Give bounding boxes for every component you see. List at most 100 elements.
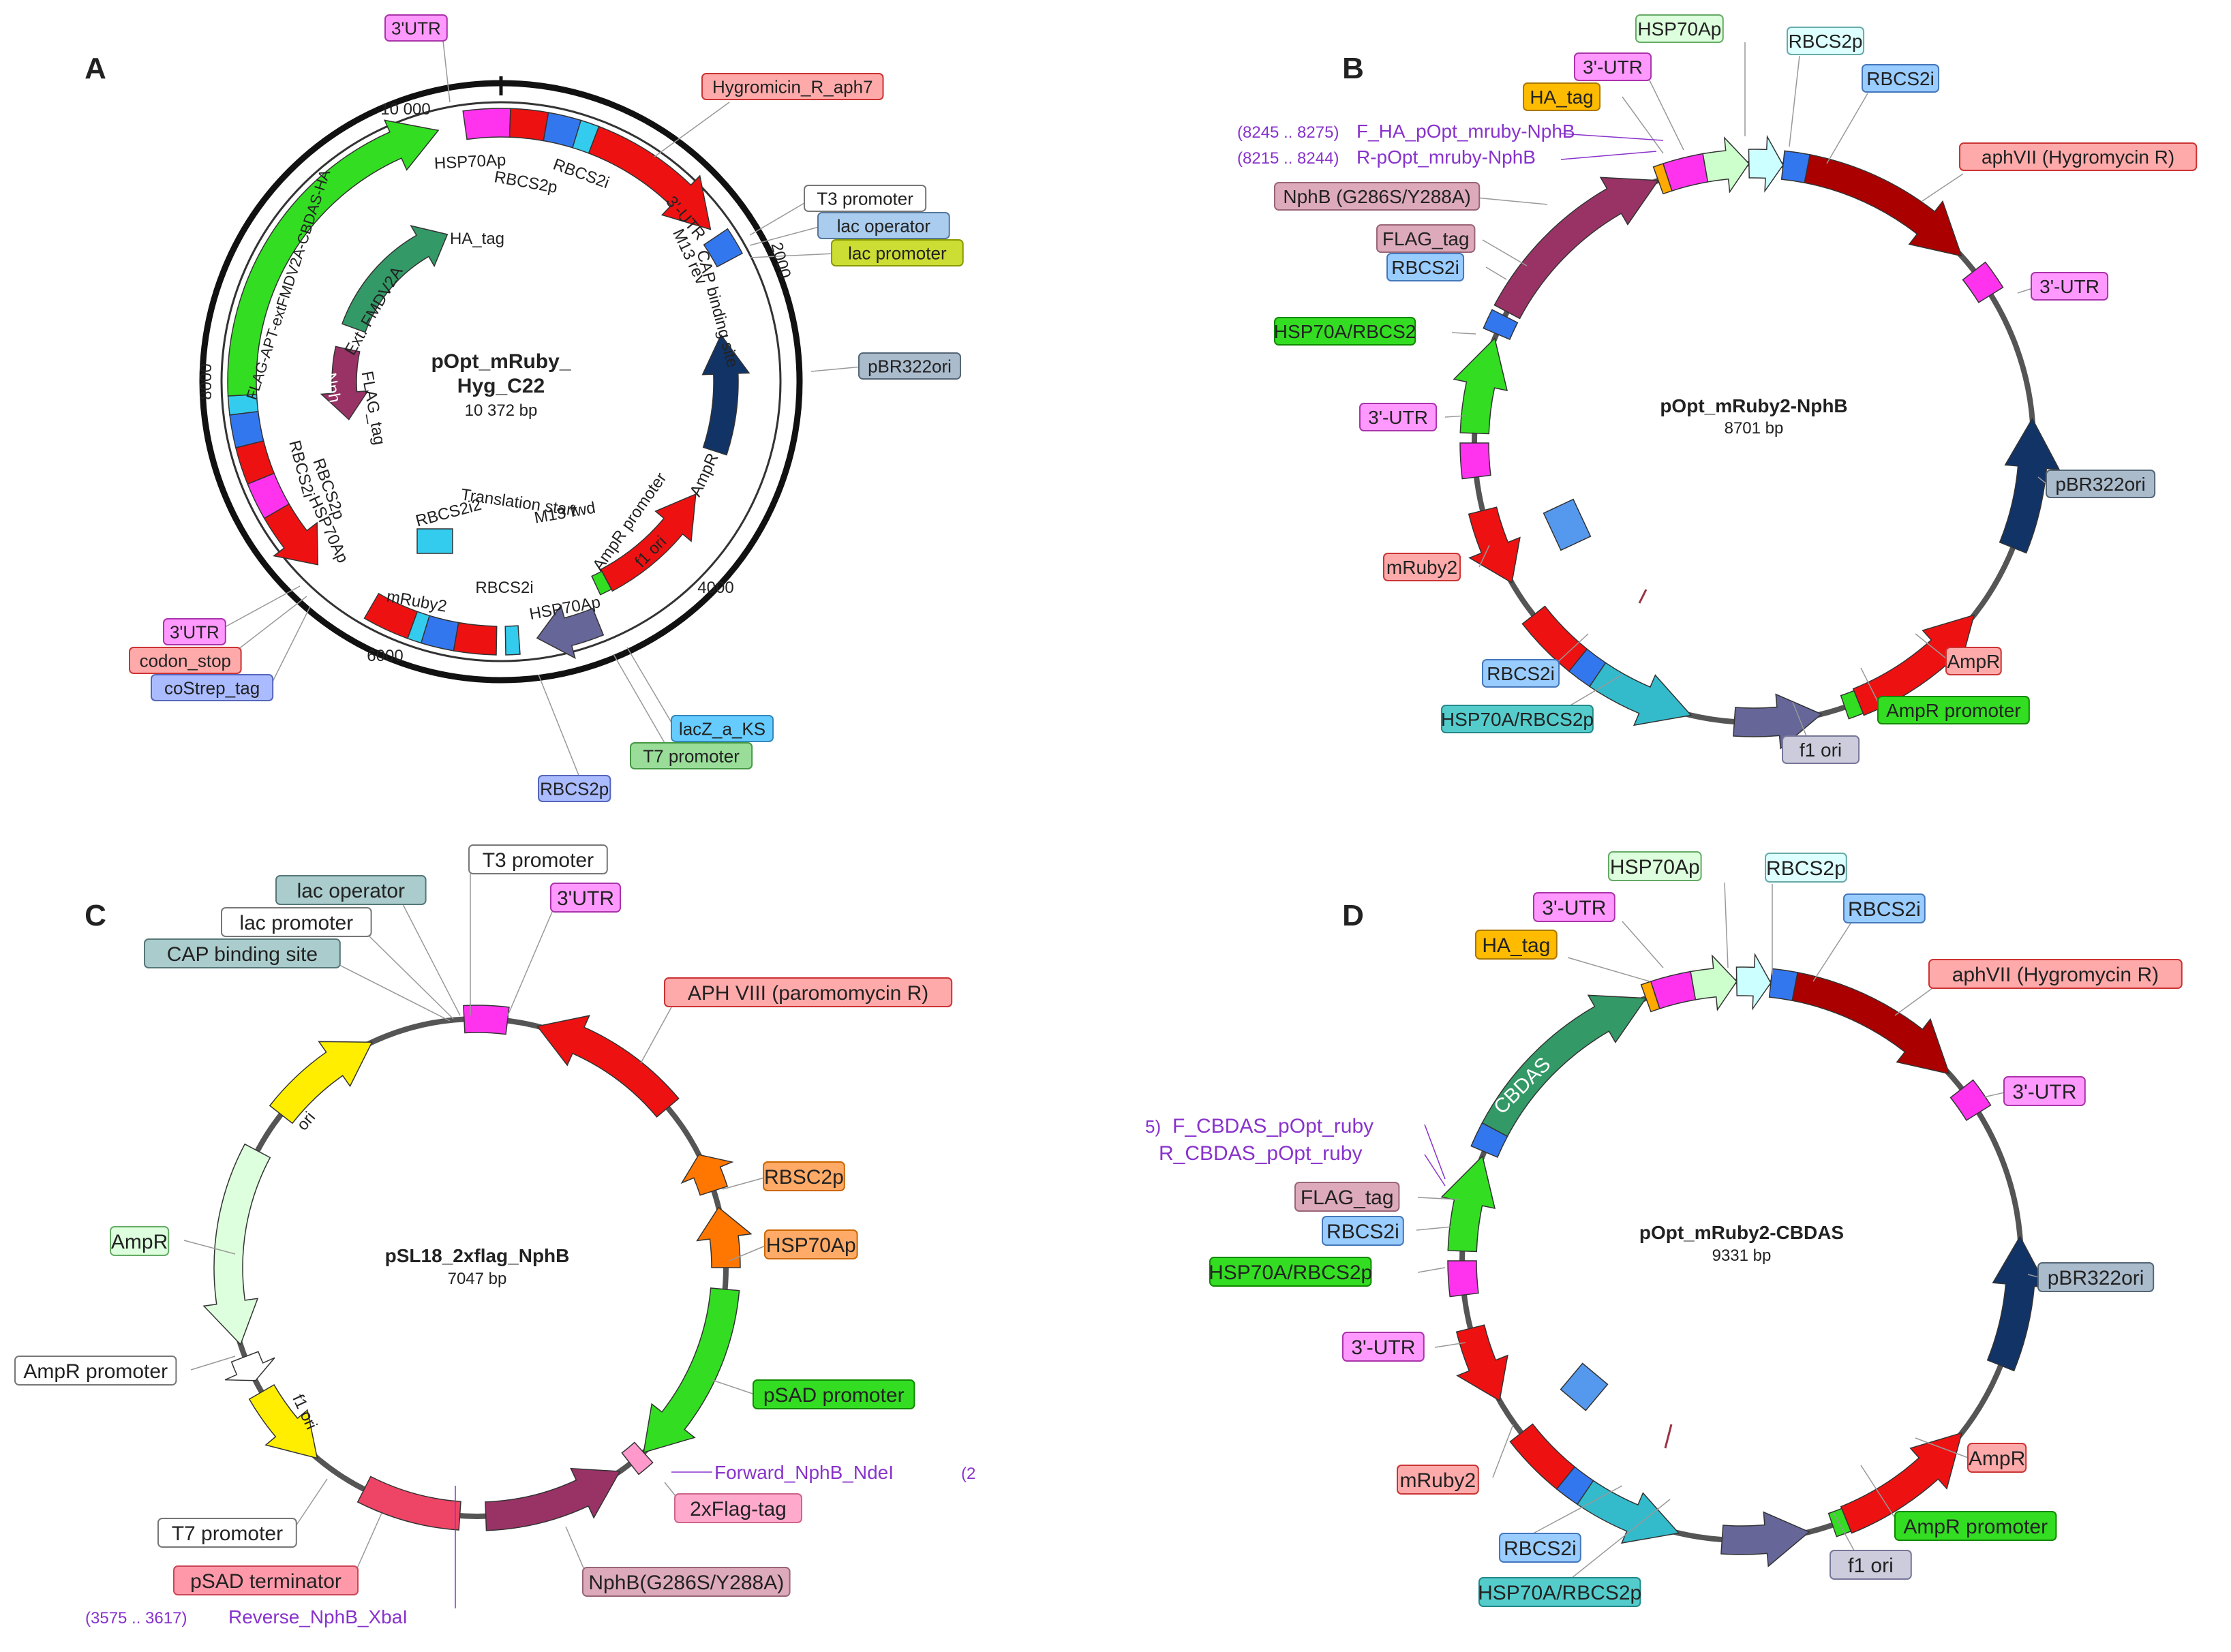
feature-label: NphB (G286S/Y288A)	[1283, 186, 1471, 207]
feature-label: 2xFlag-tag	[690, 1498, 787, 1520]
label-box	[1386, 253, 1465, 281]
leader-line	[1424, 1154, 1446, 1187]
feature-mruby2-d	[1455, 1324, 1508, 1402]
leader-line	[1833, 1512, 1855, 1551]
label-box	[2003, 1076, 2086, 1106]
feature-label: 3'-UTR	[1583, 57, 1643, 78]
plasmid-name-a: pOpt_mRuby_	[431, 350, 571, 373]
feature-label: 3'-UTR	[2039, 276, 2099, 297]
label-box	[2037, 1262, 2155, 1292]
feature-label: aphVII (Hygromycin R)	[1982, 147, 2174, 168]
label-box	[674, 1493, 802, 1523]
feature-rbcs2p-b	[1748, 134, 1784, 193]
inner-hsp70ap: HSP70Ap	[434, 151, 506, 172]
leader-line	[1526, 1485, 1623, 1538]
label-box	[1574, 52, 1652, 81]
label-box	[1359, 403, 1438, 431]
leader-line	[565, 1526, 587, 1575]
feature-3utr-b3	[1459, 442, 1491, 480]
feature-lacz	[504, 625, 521, 656]
leader-line	[1915, 1437, 1971, 1459]
feature-hsp70ap-2	[453, 622, 498, 656]
feature-label: RBCS2i	[1848, 898, 1921, 921]
feature-hsp70a-rbcs2p-d2	[1440, 1154, 1496, 1253]
leader-line	[1622, 921, 1664, 968]
label-box	[1782, 735, 1860, 764]
leader-line	[1826, 93, 1868, 164]
feature-ampr-c	[202, 1143, 271, 1346]
label-box	[1441, 705, 1594, 733]
inner-rbcs2i2: RBCS2i2	[414, 495, 483, 531]
plasmid-name-a2: Hyg_C22	[457, 375, 545, 397]
primer-range-b1: (8245 .. 8275)	[1237, 123, 1339, 142]
feature-label: HSP70Ap	[1637, 18, 1721, 40]
leader-line	[1560, 133, 1664, 141]
panel-letter-d: D	[1342, 899, 1364, 932]
feature-label: lacZ_a_KS	[679, 718, 765, 739]
feature-2xflag	[621, 1441, 654, 1475]
feature-nph	[320, 346, 369, 420]
label-box	[764, 1229, 858, 1259]
leader-line	[712, 1379, 757, 1396]
leader-line	[507, 911, 553, 1016]
leader-line	[183, 1240, 236, 1255]
label-box	[157, 1518, 297, 1548]
feature-label: T3 promoter	[483, 849, 594, 872]
leader-line	[1724, 882, 1729, 968]
feature-rbcs2i-b3	[1483, 309, 1519, 340]
label-box	[1533, 892, 1615, 922]
feature-label: pSAD promoter	[763, 1384, 905, 1407]
feature-label: T7 promoter	[172, 1523, 283, 1545]
leader-line	[626, 647, 672, 723]
feature-3utr	[462, 108, 511, 140]
feature-label: AmpR promoter	[23, 1360, 168, 1383]
label-box	[1383, 553, 1461, 581]
label-box	[2031, 272, 2109, 301]
feature-3utr-d2	[1949, 1079, 1992, 1121]
feature-label: HSP70A/RBCS2p	[1478, 1582, 1641, 1604]
feature-label: APH VIII (paromomycin R)	[688, 982, 928, 1005]
label-box	[1862, 64, 1940, 93]
feature-psad-promoter	[643, 1287, 740, 1454]
plasmid-name-d: pOpt_mRuby2-CBDAS	[1639, 1222, 1844, 1243]
label-box	[1765, 853, 1847, 883]
inner-flag-tag: FLAG_tag	[358, 369, 389, 446]
primer-name-b2: R-pOpt_mruby-NphB	[1356, 147, 1536, 168]
primer-name-c1: Forward_NphB_NdeI	[714, 1462, 894, 1483]
label-box	[1274, 317, 1416, 346]
tick-6000: 6000	[367, 647, 403, 665]
feature-3utr-b2	[1962, 261, 2004, 303]
feature-label: AmpR	[111, 1231, 168, 1253]
leader-line	[231, 596, 307, 655]
label-box	[151, 674, 274, 701]
leader-line	[613, 654, 665, 744]
label-box	[2046, 470, 2156, 498]
feature-3utr-b	[703, 228, 744, 268]
feature-hsp70ap-b	[1702, 136, 1750, 194]
leader-line	[1915, 633, 1950, 662]
leader-line	[1567, 957, 1650, 982]
feature-inner-tick-d	[1664, 1424, 1673, 1449]
label-box	[384, 14, 448, 42]
feature-flag-apt-cbdas	[227, 119, 440, 397]
feature-rbcs2p-3	[229, 410, 264, 448]
label-box	[173, 1565, 359, 1595]
feature-psad-term	[356, 1475, 461, 1531]
inner-rbcs2i-b: RBCS2i	[475, 579, 533, 597]
feature-label: 3'-UTR	[1351, 1336, 1415, 1359]
feature-label: HA_tag	[1482, 934, 1550, 957]
feature-label: HSP70A/RBCS2	[1274, 321, 1416, 342]
label-box	[1959, 142, 2198, 171]
primer-name-c2: Reverse_NphB_XbaI	[228, 1606, 408, 1627]
label-box	[1499, 1533, 1581, 1563]
leader-line	[1417, 1197, 1459, 1200]
feature-label: RBCS2i	[1326, 1221, 1399, 1243]
feature-label: lac promoter	[239, 912, 353, 934]
leader-line	[1417, 1267, 1446, 1273]
feature-amprprom-b	[1840, 690, 1864, 720]
feature-hsp70a-rbcs2-b	[1453, 337, 1508, 435]
feature-label: pBR322ori	[868, 356, 952, 376]
tick-2000: 2000	[767, 241, 794, 281]
